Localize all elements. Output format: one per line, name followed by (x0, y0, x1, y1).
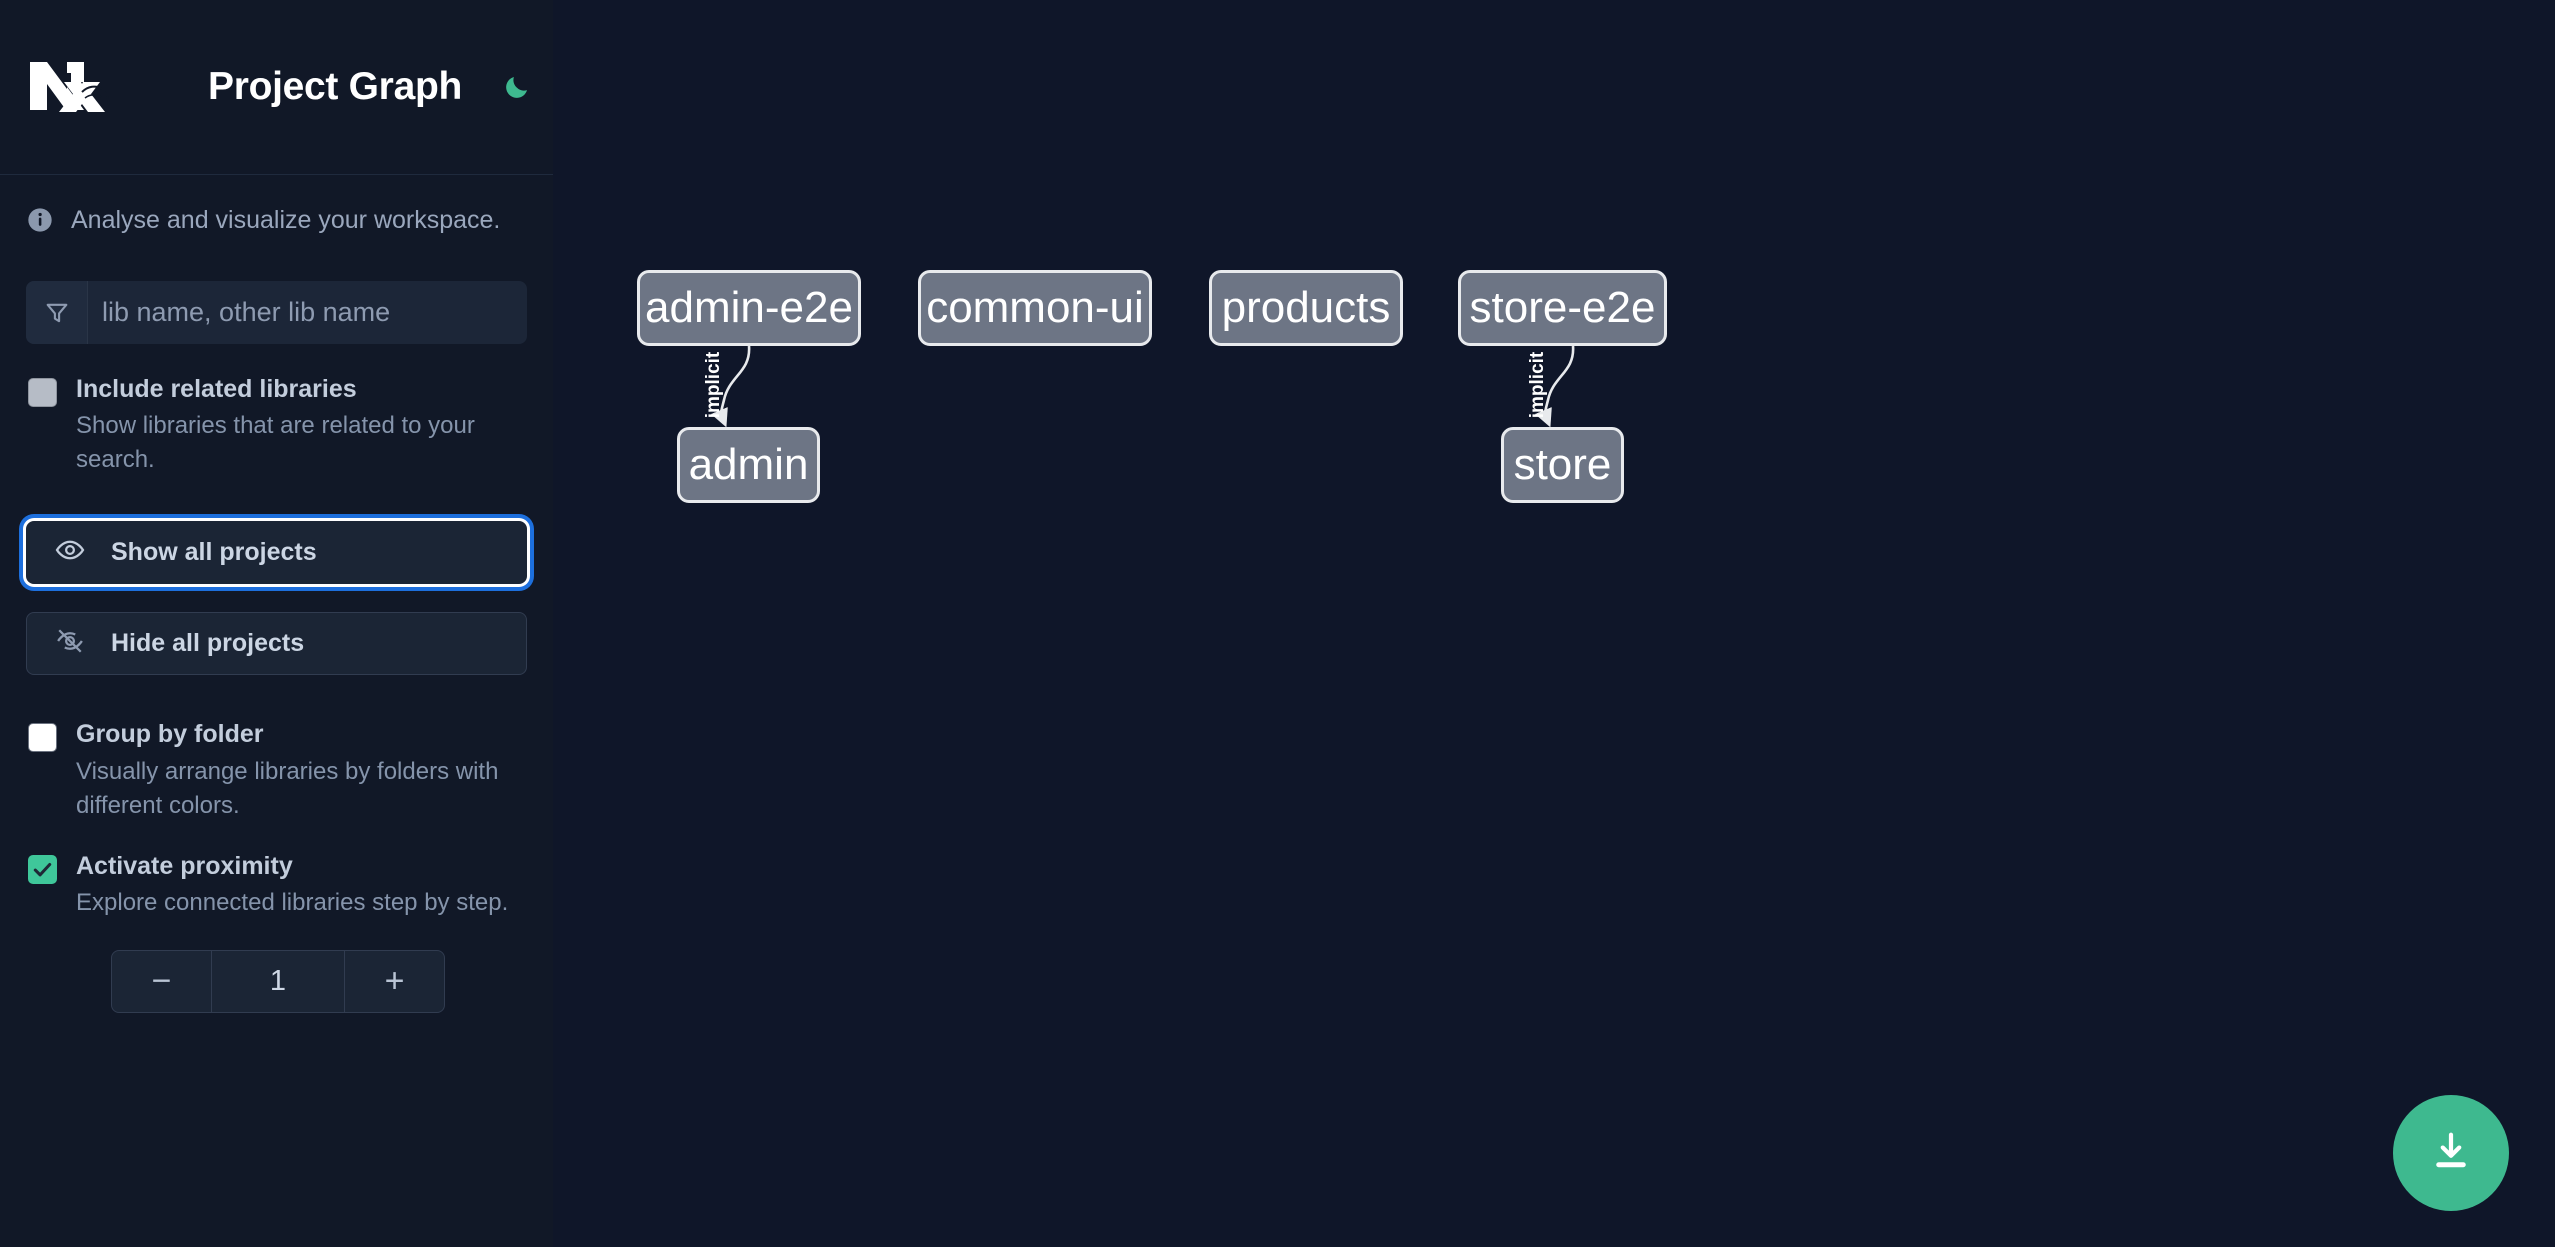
graph-node-admin-e2e[interactable]: admin-e2e (637, 270, 861, 346)
show-all-projects-button[interactable]: Show all projects (26, 521, 527, 585)
graph-edges: implicit implicit (703, 345, 1575, 428)
sidebar: Project Graph Analyse and visualize your… (0, 0, 553, 1247)
checkbox-activate-proximity[interactable] (28, 854, 57, 884)
option-title: Activate proximity (76, 851, 293, 880)
sidebar-body: Include related libraries Show libraries… (0, 281, 553, 1014)
show-all-projects-label: Show all projects (111, 538, 317, 567)
option-include-related-libraries[interactable]: Include related libraries Show libraries… (26, 374, 527, 477)
eye-off-icon (55, 626, 85, 661)
option-activate-proximity[interactable]: Activate proximity Explore connected lib… (26, 851, 527, 920)
graph-node-store[interactable]: store (1501, 427, 1624, 503)
download-icon (2428, 1128, 2474, 1179)
option-title: Include related libraries (76, 375, 357, 403)
option-title: Group by folder (76, 720, 264, 749)
graph-node-label: products (1221, 283, 1391, 332)
project-actions: Show all projects Hide all projects (26, 521, 527, 676)
graph-node-label: common-ui (926, 283, 1144, 332)
page-title: Project Graph (208, 65, 462, 108)
proximity-value: 1 (269, 965, 287, 998)
nx-logo-icon (26, 54, 118, 120)
hide-all-projects-button[interactable]: Hide all projects (26, 612, 527, 676)
proximity-decrement-button[interactable]: − (112, 951, 212, 1013)
filter-icon (26, 281, 88, 344)
checkbox-include-related-libraries[interactable] (28, 378, 57, 407)
eye-icon (55, 535, 85, 570)
graph-node-label: store (1513, 440, 1612, 489)
option-description: Visually arrange libraries by folders wi… (76, 757, 499, 819)
edge-label-implicit: implicit (703, 351, 724, 418)
option-description: Explore connected libraries step by step… (76, 889, 509, 917)
graph-node-label: admin-e2e (645, 283, 853, 332)
download-button[interactable] (2393, 1095, 2509, 1211)
graph-node-admin[interactable]: admin (677, 427, 820, 503)
info-icon (26, 206, 54, 234)
search-input[interactable] (88, 281, 527, 344)
graph-canvas[interactable]: implicit implicit admin-e2e common-ui prod… (573, 0, 2555, 1247)
edge-label-implicit: implicit (1527, 351, 1548, 418)
graph-node-products[interactable]: products (1209, 270, 1403, 346)
proximity-stepper[interactable]: − 1 + (111, 950, 445, 1014)
edge-store-e2e-store (1534, 345, 1575, 428)
graph-node-store-e2e[interactable]: store-e2e (1458, 270, 1667, 346)
proximity-increment-button[interactable]: + (344, 951, 444, 1013)
search-field[interactable] (26, 281, 527, 344)
option-description: Show libraries that are related to your … (76, 412, 475, 474)
moon-icon[interactable] (496, 66, 538, 108)
sidebar-header: Project Graph (0, 0, 553, 175)
tagline: Analyse and visualize your workspace. (0, 175, 553, 265)
checkbox-group-by-folder[interactable] (28, 723, 57, 753)
graph-node-label: store-e2e (1469, 283, 1656, 332)
option-group-by-folder[interactable]: Group by folder Visually arrange librari… (26, 719, 527, 822)
graph-node-label: admin (688, 440, 809, 489)
edge-admin-e2e-admin (710, 345, 751, 428)
graph-node-common-ui[interactable]: common-ui (918, 270, 1152, 346)
hide-all-projects-label: Hide all projects (111, 629, 305, 658)
tagline-text: Analyse and visualize your workspace. (71, 205, 501, 234)
